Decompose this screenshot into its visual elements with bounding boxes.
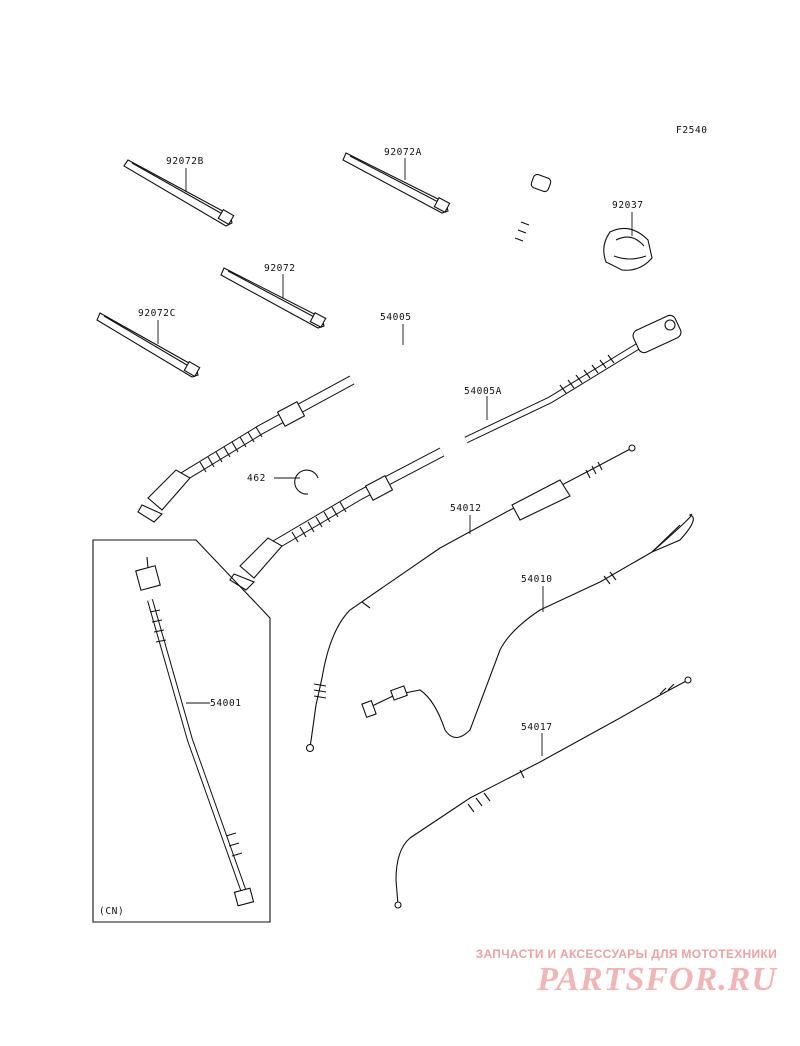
label-54012[interactable]: 54012 <box>450 503 482 514</box>
label-92072[interactable]: 92072 <box>264 263 296 274</box>
inset-box <box>92 539 271 923</box>
label-92037[interactable]: 92037 <box>612 200 644 211</box>
throttle-housing-lower[interactable] <box>229 447 445 591</box>
throttle-housing-upper[interactable] <box>137 375 355 523</box>
label-54005[interactable]: 54005 <box>380 312 412 323</box>
label-92072c[interactable]: 92072C <box>138 308 176 319</box>
cable-tie-92072c[interactable] <box>96 312 201 378</box>
cable-54001[interactable] <box>135 556 255 907</box>
label-92072b[interactable]: 92072B <box>166 156 204 167</box>
cable-54017[interactable] <box>394 676 692 909</box>
watermark: ЗАПЧАСТИ И АКСЕССУАРЫ ДЛЯ МОТОТЕХНИКИ PA… <box>476 947 789 1007</box>
watermark-tagline: ЗАПЧАСТИ И АКСЕССУАРЫ ДЛЯ МОТОТЕХНИКИ <box>475 947 777 961</box>
cable-tie-92072[interactable] <box>220 267 327 329</box>
cable-tie-92072b[interactable] <box>123 159 235 227</box>
label-54017[interactable]: 54017 <box>521 722 553 733</box>
label-54001[interactable]: 54001 <box>210 698 242 709</box>
inset-note: (CN) <box>99 906 124 917</box>
retainer-462[interactable] <box>294 469 319 495</box>
label-462[interactable]: 462 <box>247 473 266 484</box>
label-92072a[interactable]: 92072A <box>384 147 422 158</box>
watermark-logo: PARTSFOR.RU <box>537 961 777 998</box>
cable-54012[interactable] <box>305 444 636 753</box>
label-54005a[interactable]: 54005A <box>464 386 502 397</box>
clamp-92037[interactable] <box>603 227 653 271</box>
cable-54005[interactable] <box>378 173 552 363</box>
figure-code: F2540 <box>676 125 708 136</box>
cable-54005a[interactable] <box>464 313 683 444</box>
cable-54010[interactable] <box>361 513 694 739</box>
cable-tie-92072a[interactable] <box>342 152 451 214</box>
label-54010[interactable]: 54010 <box>521 574 553 585</box>
